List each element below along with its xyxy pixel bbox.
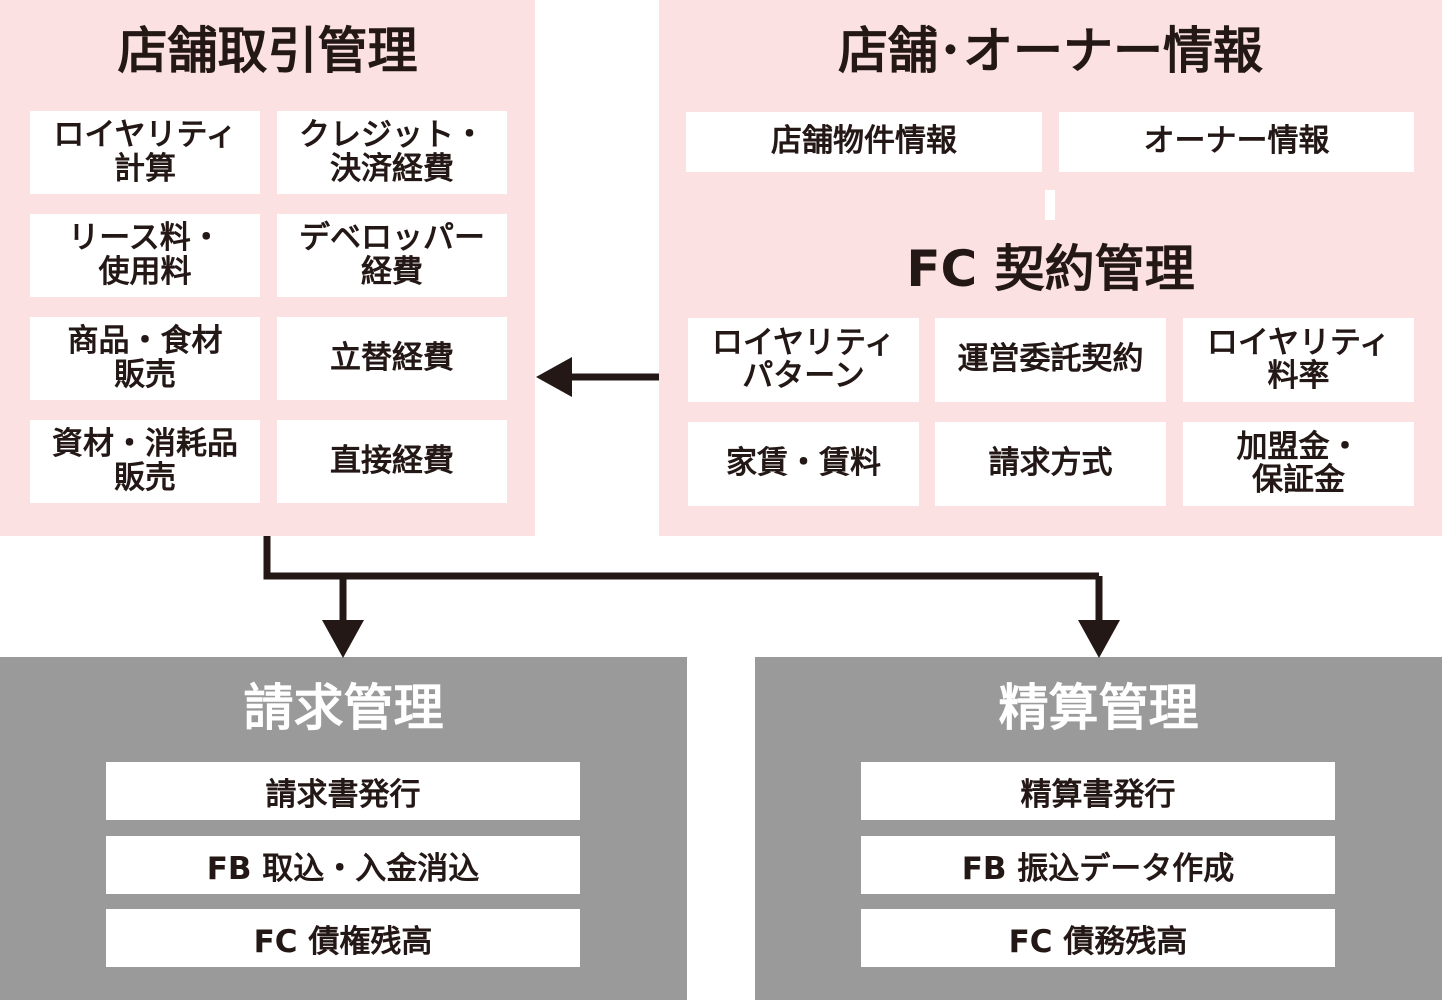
store-to-split-connector (263, 536, 1099, 580)
split-to-settlement-arrowhead (1078, 620, 1120, 658)
connector-strip-left (659, 190, 1045, 220)
franchise-fee-deposit-item: 加盟金・ 保証金 (1183, 422, 1414, 506)
fc-to-store-arrowhead (536, 357, 572, 397)
developer-expense-item: デベロッパー 経費 (277, 214, 507, 297)
fb-import-reconciliation-item: FB 取込・入金消込 (106, 836, 580, 894)
materials-consumables-sales-item: 資材・消耗品 販売 (30, 420, 260, 503)
fb-transfer-data-item: FB 振込データ作成 (861, 836, 1335, 894)
settlement-panel: 精算管理 精算書発行 FB 振込データ作成 FC 債務残高 (755, 657, 1442, 1000)
settlement-title: 精算管理 (998, 679, 1199, 737)
billing-panel: 請求管理 請求書発行 FB 取込・入金消込 FC 債権残高 (0, 657, 687, 1000)
split-to-billing-arrowhead (322, 620, 364, 658)
fc-contract-panel: FC 契約管理 ロイヤリティ パターン 運営委託契約 ロイヤリティ 料率 家賃・… (659, 220, 1442, 536)
store-transaction-panel: 店舗取引管理 ロイヤリティ 計算 クレジット・ 決済経費 リース料・ 使用料 デ… (0, 0, 535, 536)
royalty-rate-item: ロイヤリティ 料率 (1183, 318, 1414, 402)
rent-item: 家賃・賃料 (688, 422, 919, 506)
advance-expense-item: 立替経費 (277, 317, 507, 400)
royalty-calculation-item: ロイヤリティ 計算 (30, 111, 260, 194)
operation-consignment-contract-item: 運営委託契約 (935, 318, 1166, 402)
fc-receivable-balance-item: FC 債権残高 (106, 909, 580, 967)
store-transaction-title: 店舗取引管理 (117, 22, 418, 80)
store-property-info-item: 店舗物件情報 (686, 112, 1042, 172)
fc-contract-title: FC 契約管理 (906, 240, 1195, 298)
credit-payment-expense-item: クレジット・ 決済経費 (277, 111, 507, 194)
fc-payable-balance-item: FC 債務残高 (861, 909, 1335, 967)
direct-expense-item: 直接経費 (277, 420, 507, 503)
billing-title: 請求管理 (243, 679, 444, 737)
royalty-pattern-item: ロイヤリティ パターン (688, 318, 919, 402)
connector-strip-right (1055, 190, 1442, 220)
store-owner-info-panel: 店舗･オーナー情報 店舗物件情報 オーナー情報 (659, 0, 1442, 190)
goods-food-sales-item: 商品・食材 販売 (30, 317, 260, 400)
billing-method-item: 請求方式 (935, 422, 1166, 506)
lease-usage-fee-item: リース料・ 使用料 (30, 214, 260, 297)
invoice-issue-item: 請求書発行 (106, 762, 580, 820)
settlement-statement-issue-item: 精算書発行 (861, 762, 1335, 820)
owner-info-item: オーナー情報 (1059, 112, 1414, 172)
store-owner-info-title: 店舗･オーナー情報 (838, 22, 1263, 80)
